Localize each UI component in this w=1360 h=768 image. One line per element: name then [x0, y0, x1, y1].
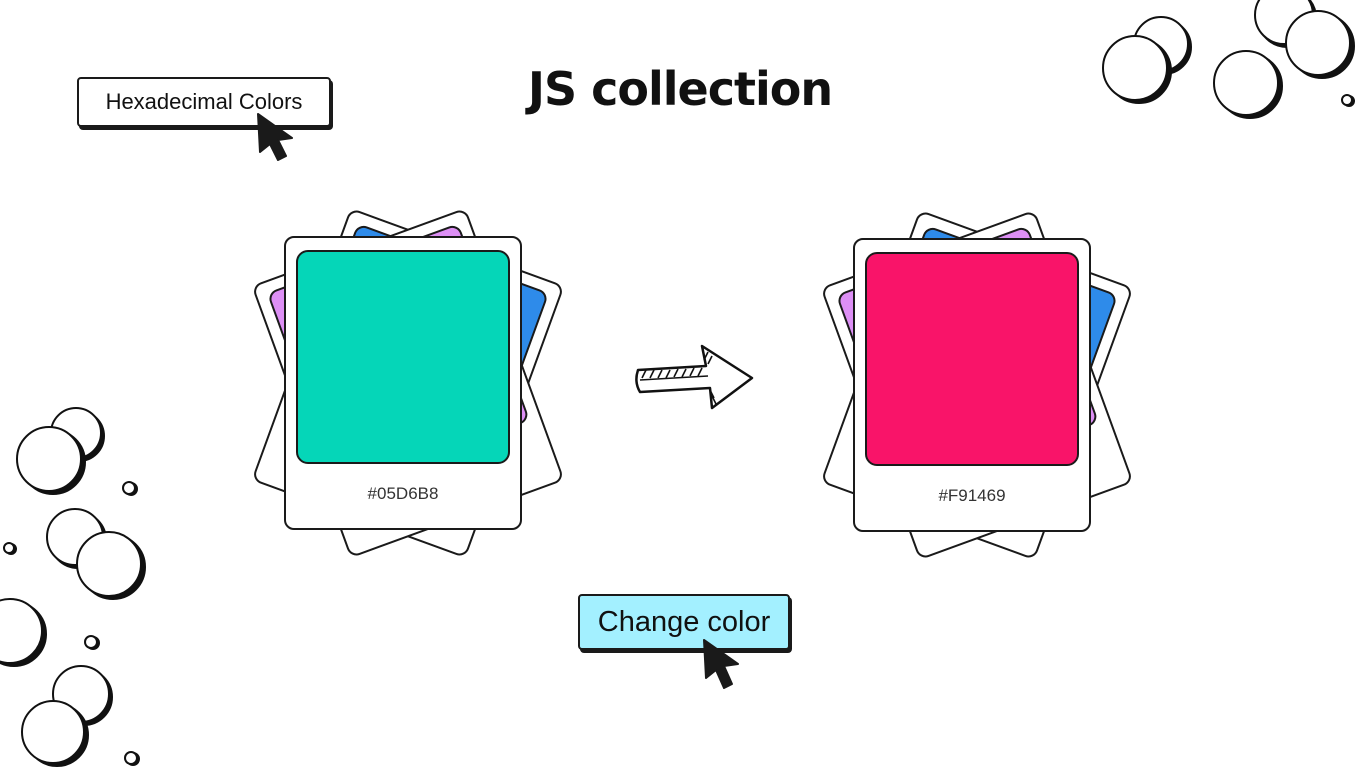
color-swatch: [865, 252, 1079, 466]
color-card-current: #05D6B8: [284, 236, 522, 530]
change-color-button-label: Change color: [597, 605, 771, 638]
chip-label: Hexadecimal Colors: [105, 89, 303, 114]
hex-code-label: #05D6B8: [367, 484, 439, 503]
change-color-button[interactable]: Change color: [578, 594, 790, 650]
mouse-pointer-icon: [703, 639, 739, 689]
color-card-new: #F91469: [853, 238, 1091, 532]
color-swatch: [296, 250, 510, 464]
mouse-pointer-icon: [257, 113, 293, 161]
color-card-stack-left: #05D6B8: [246, 198, 566, 559]
color-card-stack-right: #F91469: [815, 200, 1135, 561]
hand-drawn-right-arrow-icon: [635, 344, 754, 410]
page-title: JS collection: [527, 62, 833, 116]
hexadecimal-colors-chip[interactable]: Hexadecimal Colors: [77, 77, 331, 127]
hex-code-label: #F91469: [938, 486, 1006, 505]
